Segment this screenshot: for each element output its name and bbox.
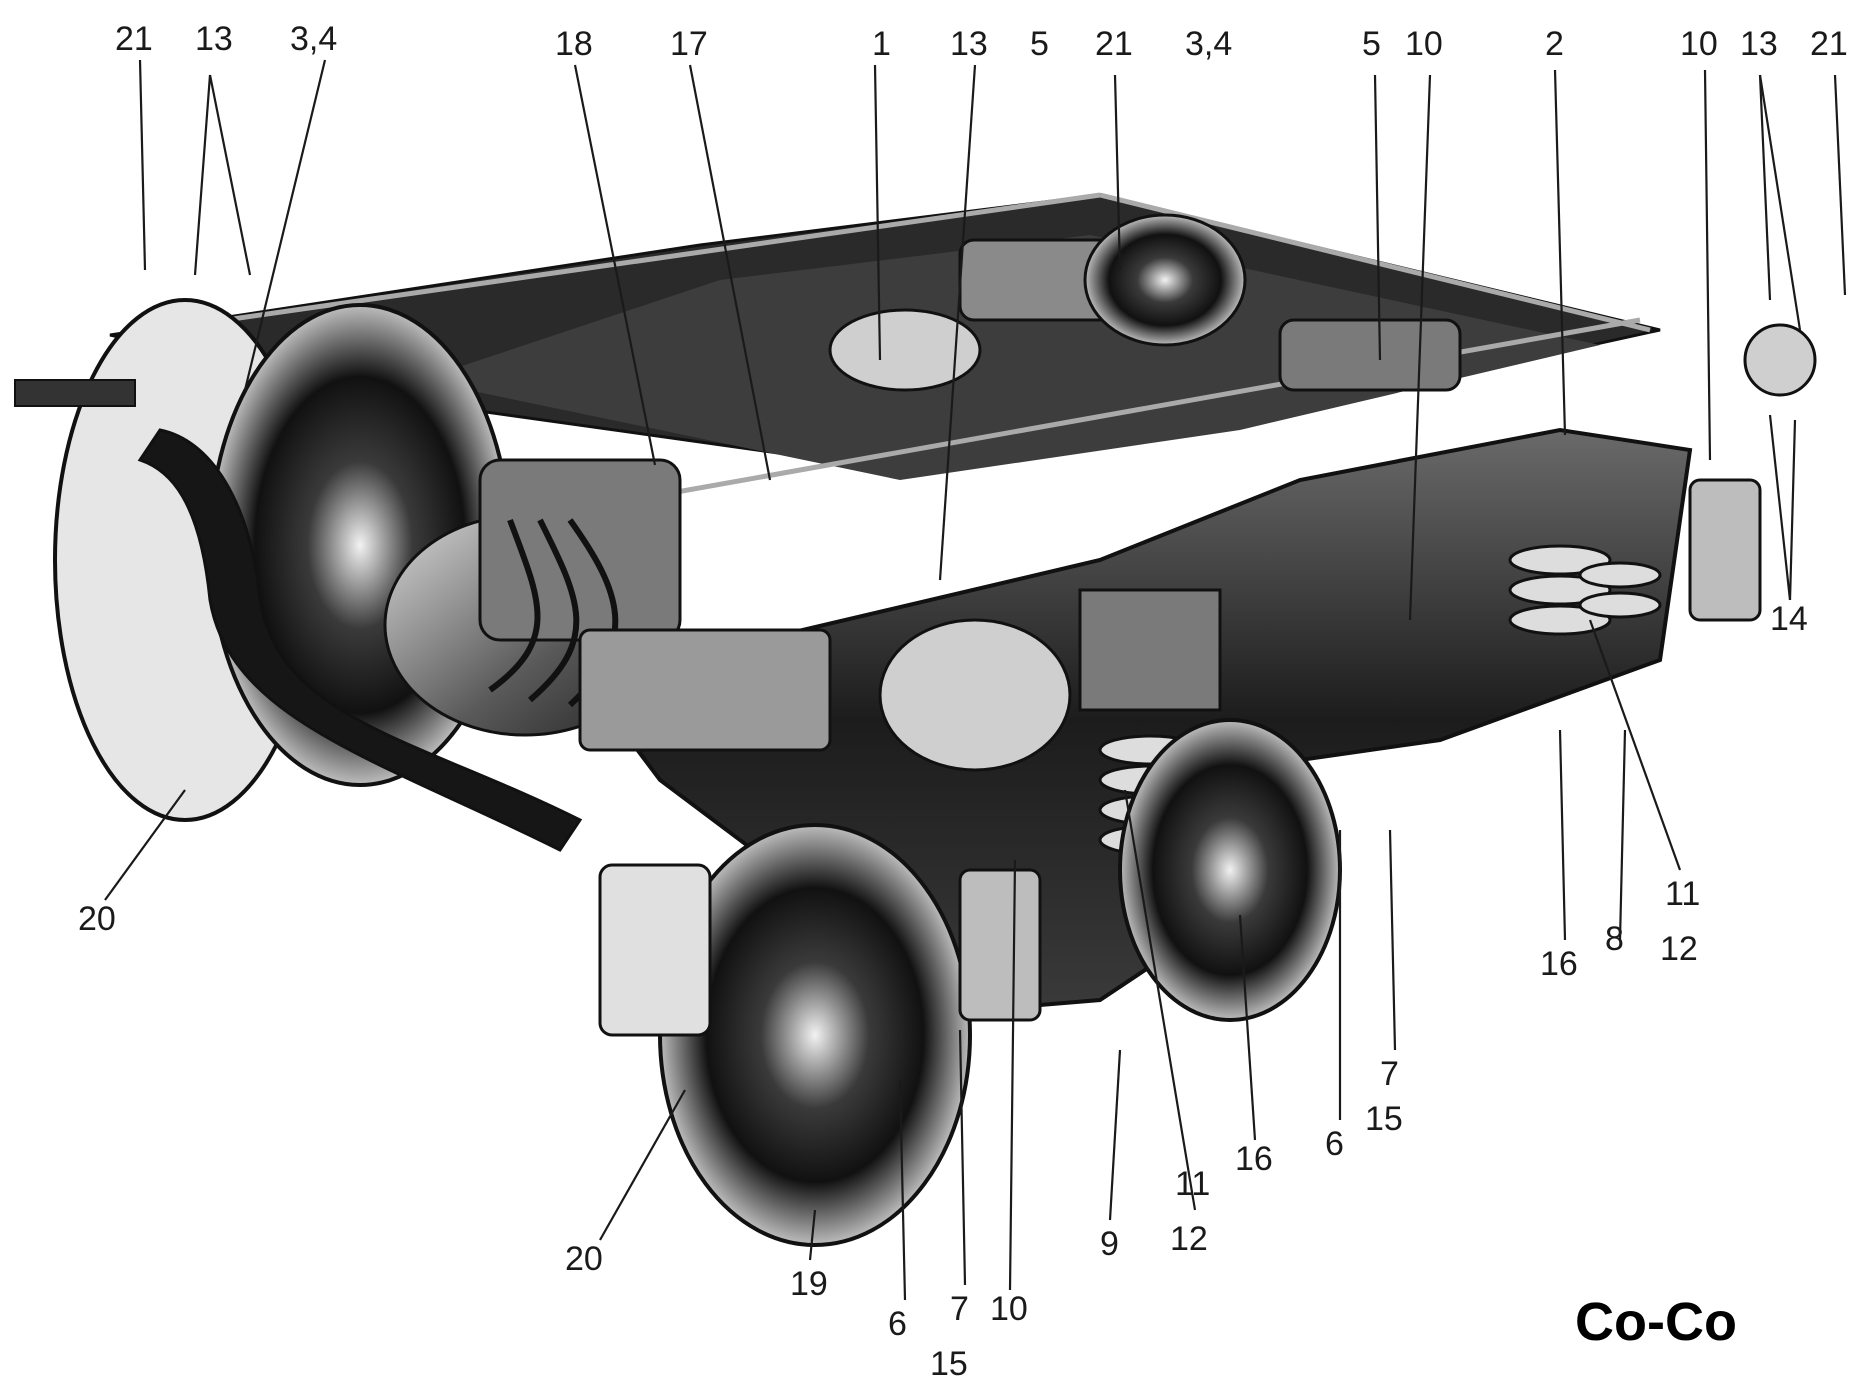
wheel-front-mid [1118, 718, 1342, 1022]
label-17: 17 [670, 25, 708, 63]
label-20: 20 [78, 900, 116, 938]
label-14: 14 [1770, 600, 1808, 638]
center-pivot [828, 308, 982, 392]
label-18: 18 [555, 25, 593, 63]
label-10: 10 [1680, 25, 1718, 63]
label-21: 21 [115, 20, 153, 58]
label-6: 6 [888, 1305, 907, 1343]
label-13: 13 [195, 20, 233, 58]
coil-spring [1508, 544, 1662, 636]
label-11: 11 [1175, 1165, 1210, 1203]
label-13: 13 [1740, 25, 1778, 63]
label-2: 2 [1545, 25, 1564, 63]
label-21: 21 [1810, 25, 1848, 63]
label-8: 8 [1605, 920, 1624, 958]
coupler [14, 379, 136, 407]
label-16: 16 [1235, 1140, 1273, 1178]
label-21: 21 [1095, 25, 1133, 63]
label-7: 7 [950, 1290, 969, 1328]
bogie-illustration [14, 192, 1817, 1247]
label-6: 6 [1325, 1125, 1344, 1163]
label-10: 10 [1405, 25, 1443, 63]
label-7: 7 [1380, 1055, 1399, 1093]
brake-rod [119, 192, 1101, 338]
label-5: 5 [1362, 25, 1381, 63]
traction-bracket [1078, 588, 1222, 712]
label-3-4: 3,4 [290, 20, 337, 58]
label-19: 19 [790, 1265, 828, 1303]
bolster-block [1278, 318, 1462, 392]
frame-deck [420, 235, 1600, 480]
label-20: 20 [565, 1240, 603, 1278]
journal-box [1688, 478, 1762, 622]
label-15: 15 [930, 1345, 968, 1383]
label-11: 11 [1665, 875, 1700, 913]
label-12: 12 [1660, 930, 1698, 968]
brake-cylinder [878, 618, 1072, 772]
end-buffer [1743, 323, 1817, 397]
equalizer-bar [137, 428, 583, 852]
label-12: 12 [1170, 1220, 1208, 1258]
label-15: 15 [1365, 1100, 1403, 1138]
axle-box [578, 628, 832, 752]
label-10: 10 [990, 1290, 1028, 1328]
leader-lines [104, 59, 1847, 1301]
caption-co-co: Co-Co [1575, 1292, 1737, 1352]
label-1: 1 [872, 25, 891, 63]
part-labels: 21 13 3,4 18 17 1 13 5 21 3,4 5 10 2 10 … [78, 20, 1848, 1383]
journal-box [598, 863, 712, 1037]
label-5: 5 [1030, 25, 1049, 63]
motor-housing [478, 458, 682, 642]
label-13: 13 [950, 25, 988, 63]
label-16: 16 [1540, 945, 1578, 983]
wheel-rear-top [1083, 213, 1247, 347]
label-3-4: 3,4 [1185, 25, 1232, 63]
journal-box [958, 868, 1042, 1022]
label-9: 9 [1100, 1225, 1119, 1263]
